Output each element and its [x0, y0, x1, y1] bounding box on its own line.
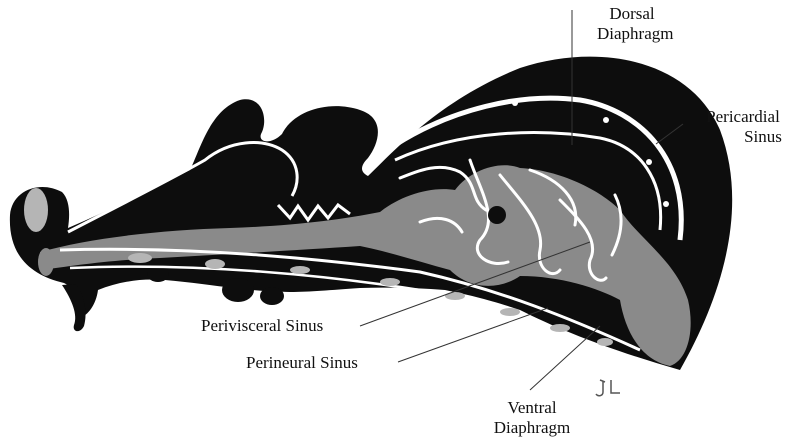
ostium-dot — [603, 117, 609, 123]
label-dorsal-diaphragm: Dorsal Diaphragm — [597, 4, 667, 44]
cavity-hole — [488, 206, 506, 224]
ostium-dot — [646, 159, 652, 165]
ganglion — [380, 278, 400, 286]
label-dorsal-line2: Diaphragm — [597, 24, 667, 44]
label-ventral-line1: Ventral — [482, 398, 582, 418]
label-ventral-diaphragm: Ventral Diaphragm — [482, 398, 582, 438]
label-pericardial-sinus: Pericardial Sinus — [682, 107, 804, 147]
ganglion — [550, 324, 570, 332]
label-dorsal-line1: Dorsal — [597, 4, 667, 24]
ganglion — [500, 308, 520, 316]
mouth-lobe — [38, 248, 54, 276]
leader-perineural-sinus — [398, 308, 548, 362]
label-pericardial-line2: Sinus — [682, 127, 804, 147]
leg-stub — [222, 278, 254, 302]
label-perivisceral-sinus: Perivisceral Sinus — [201, 316, 323, 336]
label-ventral-line2: Diaphragm — [482, 418, 582, 438]
artist-signature — [596, 380, 620, 396]
insect-body-silhouette — [10, 57, 732, 370]
signature-stroke — [596, 380, 605, 396]
ganglion — [128, 253, 152, 263]
ostium-dot — [512, 100, 518, 106]
ganglion — [205, 259, 225, 269]
label-pericardial-line1: Pericardial — [682, 107, 804, 127]
ganglion — [445, 292, 465, 300]
head-lobe — [24, 188, 48, 232]
leg-stub — [147, 266, 169, 282]
leg-stub — [260, 287, 284, 305]
leader-ventral-diaphragm — [530, 326, 600, 390]
ganglion — [597, 338, 613, 346]
ostium-dot — [663, 201, 669, 207]
signature-stroke — [611, 380, 620, 393]
ganglion — [290, 266, 310, 274]
label-perineural-sinus: Perineural Sinus — [246, 353, 358, 373]
